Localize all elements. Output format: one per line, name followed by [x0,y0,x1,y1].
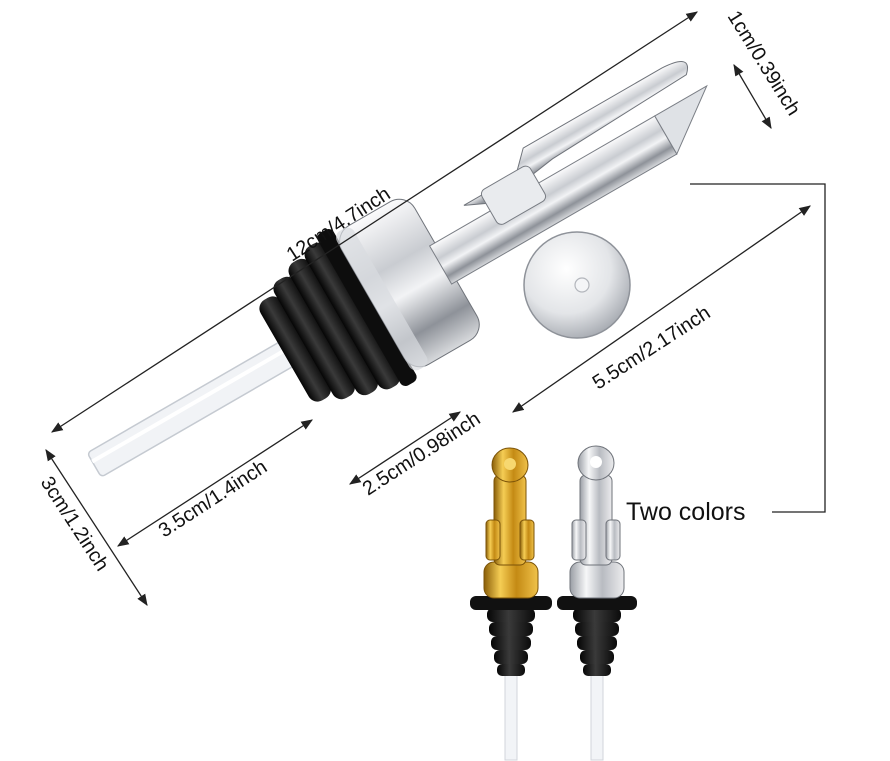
arrow-stopper-length [349,411,461,485]
label-stopper-diameter: 3cm/1.2inch [36,473,113,575]
arrow-spout-length [512,205,811,413]
label-spout-width: 1cm/0.39inch [723,7,805,120]
two-colors-label: Two colors [626,498,745,526]
dimension-arrows [45,11,811,606]
arrow-tube-length [117,419,313,547]
silver-pourer-variant [557,445,637,761]
label-tube-length: 3.5cm/1.4inch [155,456,271,542]
arrow-total-length [51,11,698,433]
arrow-stopper-diameter [45,449,148,606]
gold-pourer-variant [470,447,552,761]
arrow-spout-width [733,63,772,130]
label-stopper-length: 2.5cm/0.98inch [359,408,485,500]
callout-bracket [690,183,826,513]
pivot-disc [523,231,631,339]
